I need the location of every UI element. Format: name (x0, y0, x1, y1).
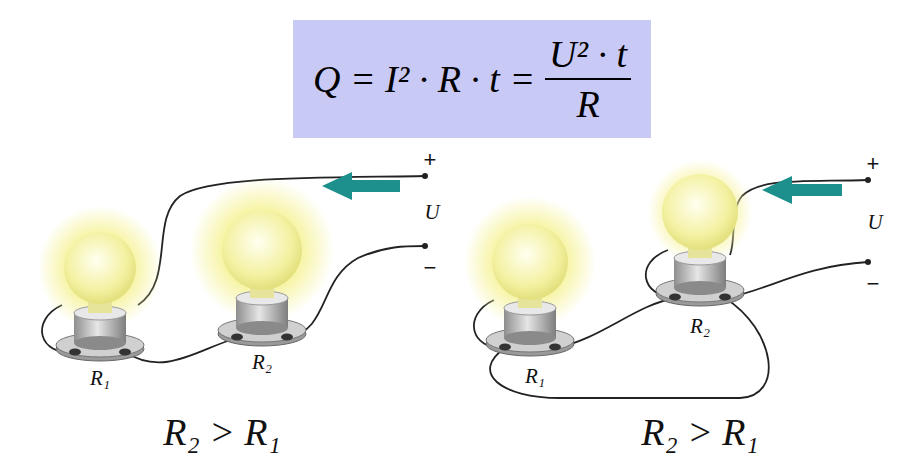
terminal (422, 173, 871, 265)
formula-box: Q = I² · R · t =U² · tR (293, 20, 651, 138)
light-bulb (190, 178, 334, 346)
denominator: R (576, 80, 599, 126)
comparison-label: R₂ > R₁ (163, 410, 281, 454)
comparison-label: R₂ > R₁ (641, 410, 759, 454)
resistor-label: R₁ (90, 366, 110, 391)
light-bulb (38, 206, 162, 361)
voltage-label: U (424, 200, 439, 225)
resistor-label: R₂ (252, 350, 272, 375)
resistor-label: R₁ (525, 364, 545, 389)
resistor-label: R₂ (690, 314, 710, 339)
current-arrow (322, 172, 842, 204)
light-bulb (464, 196, 596, 356)
numerator: U² · t (545, 32, 631, 80)
voltage-label: U (867, 210, 882, 235)
polarity-sign: + (424, 147, 437, 173)
polarity-sign: − (424, 255, 437, 281)
formula-text: Q = I² · R · t = (313, 57, 535, 101)
fraction: U² · tR (545, 32, 631, 126)
polarity-sign: − (867, 271, 880, 297)
polarity-sign: + (867, 151, 880, 177)
light-bulb (648, 160, 752, 306)
